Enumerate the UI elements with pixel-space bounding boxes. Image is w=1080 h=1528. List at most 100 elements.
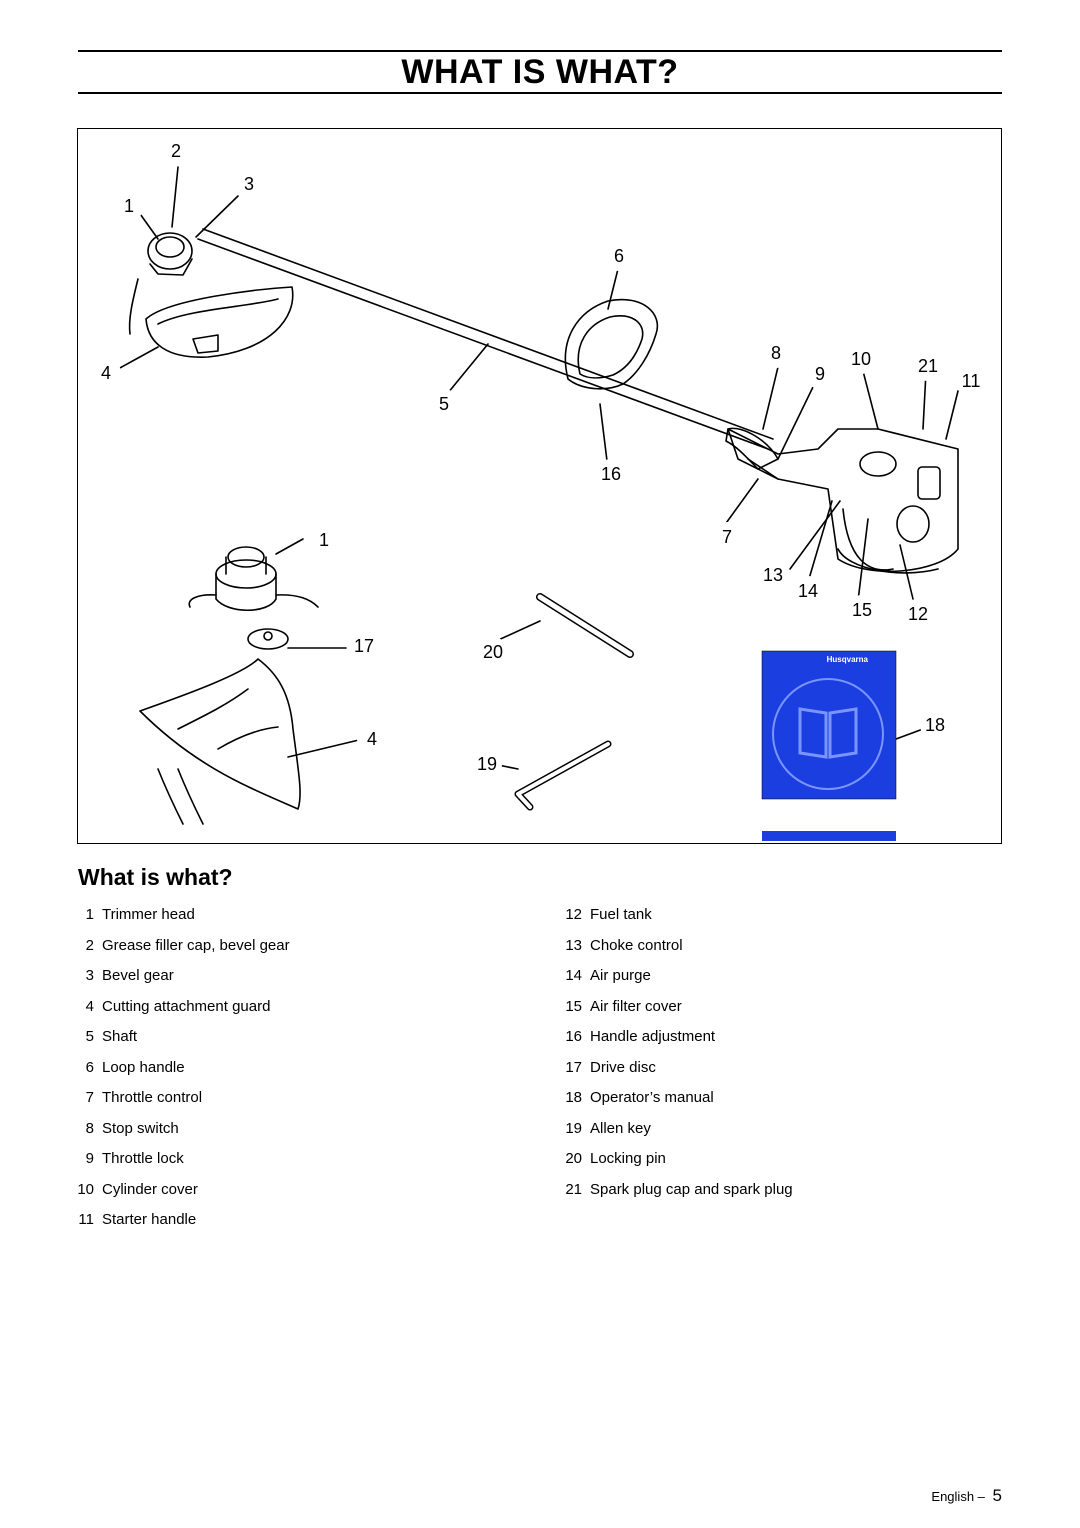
callout-21: 21: [913, 351, 943, 381]
part-label: Fuel tank: [590, 906, 652, 923]
callout-13: 13: [758, 560, 788, 590]
callout-1: 1: [114, 191, 144, 221]
page-footer: English – 5: [931, 1486, 1002, 1506]
loop-handle-shape: [564, 298, 659, 390]
list-item: 3 Bevel gear: [66, 966, 290, 997]
part-number: 7: [85, 1089, 94, 1106]
part-label: Loop handle: [102, 1058, 185, 1076]
callout-4-lower: 4: [357, 724, 387, 754]
list-item: 5 Shaft: [66, 1027, 290, 1058]
part-label: Drive disc: [590, 1058, 656, 1076]
part-label: Spark plug cap and spark plug: [590, 1180, 793, 1198]
page-title: WHAT IS WHAT?: [401, 53, 679, 91]
list-item: 17 Drive disc: [552, 1058, 793, 1089]
callout-15: 15: [847, 595, 877, 625]
callout-6: 6: [604, 241, 634, 271]
part-label: Air filter cover: [590, 997, 682, 1015]
part-number: 9: [85, 1150, 94, 1167]
part-label: Cutting attachment guard: [102, 997, 271, 1015]
section-heading: What is what?: [78, 864, 233, 890]
list-item: 8 Stop switch: [66, 1119, 290, 1150]
cutting-guard-shape: [139, 658, 301, 810]
part-label: Operator’s manual: [590, 1089, 714, 1106]
part-label: Shaft: [102, 1028, 138, 1045]
callout-12: 12: [903, 599, 933, 629]
part-label: Bevel gear: [102, 967, 174, 984]
list-item: 12 Fuel tank: [552, 905, 793, 936]
parts-illustration: Husqvarna 2 3 1 6 4 8 10 21 9 11 5 16 1 …: [77, 128, 1002, 844]
part-label: Grease filler cap, bevel gear: [102, 936, 290, 954]
part-number: 4: [85, 997, 94, 1015]
list-item: 18 Operator’s manual: [552, 1088, 793, 1119]
part-label: Stop switch: [102, 1119, 179, 1137]
callout-8: 8: [761, 338, 791, 368]
list-item: 7 Throttle control: [66, 1088, 290, 1119]
list-item: 13 Choke control: [552, 936, 793, 967]
list-item: 10 Cylinder cover: [66, 1180, 290, 1211]
part-number: 20: [565, 1150, 582, 1167]
callout-4: 4: [91, 358, 121, 388]
part-number: 16: [565, 1028, 582, 1045]
operators-manual-book: Husqvarna: [761, 650, 897, 841]
guard-shape: [145, 286, 294, 358]
list-item: 4 Cutting attachment guard: [66, 997, 290, 1028]
part-label: Throttle lock: [102, 1150, 184, 1167]
part-label: Cylinder cover: [102, 1180, 198, 1198]
part-number: 1: [85, 906, 94, 923]
part-label: Locking pin: [590, 1150, 666, 1167]
callout-17: 17: [349, 631, 379, 661]
part-number: 19: [565, 1119, 582, 1137]
callout-2: 2: [161, 136, 191, 166]
callout-19: 19: [472, 749, 502, 779]
part-number: 6: [85, 1058, 94, 1076]
part-number: 14: [565, 967, 582, 984]
part-number: 17: [565, 1058, 582, 1076]
part-number: 12: [565, 906, 582, 923]
part-number: 2: [85, 936, 94, 954]
list-item: 6 Loop handle: [66, 1058, 290, 1089]
part-label: Air purge: [590, 967, 651, 984]
callout-11: 11: [956, 366, 986, 396]
part-label: Choke control: [590, 936, 683, 954]
callout-10: 10: [846, 344, 876, 374]
drive-disc-shape: [247, 628, 289, 650]
footer-separator: –: [977, 1489, 985, 1504]
callout-9: 9: [805, 359, 835, 389]
trimmer-head-lower: [215, 559, 277, 589]
manual-brand-text: Husqvarna: [827, 655, 869, 664]
engine-shape: [727, 428, 959, 573]
trimmer-drawing: Husqvarna: [117, 166, 959, 841]
part-number: 5: [85, 1028, 94, 1045]
list-item: 16 Handle adjustment: [552, 1027, 793, 1058]
part-number: 8: [85, 1119, 94, 1137]
list-item: 20 Locking pin: [552, 1149, 793, 1180]
callout-18: 18: [920, 710, 950, 740]
footer-language: English: [931, 1489, 975, 1504]
list-item: 19 Allen key: [552, 1119, 793, 1150]
callout-14: 14: [793, 576, 823, 606]
part-number: 18: [565, 1089, 582, 1106]
part-label: Throttle control: [102, 1089, 203, 1106]
list-item: 2 Grease filler cap, bevel gear: [66, 936, 290, 967]
part-number: 15: [565, 997, 582, 1015]
part-number: 10: [77, 1180, 94, 1198]
list-item: 21 Spark plug cap and spark plug: [552, 1180, 793, 1211]
part-label: Allen key: [590, 1119, 651, 1137]
trimmer-head-shape: [147, 232, 193, 270]
part-number: 21: [565, 1180, 582, 1198]
part-number: 3: [85, 967, 94, 984]
callout-7: 7: [712, 522, 742, 552]
callout-3: 3: [234, 169, 264, 199]
shaft-line: [197, 238, 769, 450]
callout-1-lower: 1: [309, 525, 339, 555]
part-label: Handle adjustment: [590, 1028, 716, 1045]
list-item: 9 Throttle lock: [66, 1149, 290, 1180]
callout-16: 16: [596, 459, 626, 489]
part-number: 13: [565, 936, 582, 954]
list-item: 15 Air filter cover: [552, 997, 793, 1028]
callout-20: 20: [478, 637, 508, 667]
